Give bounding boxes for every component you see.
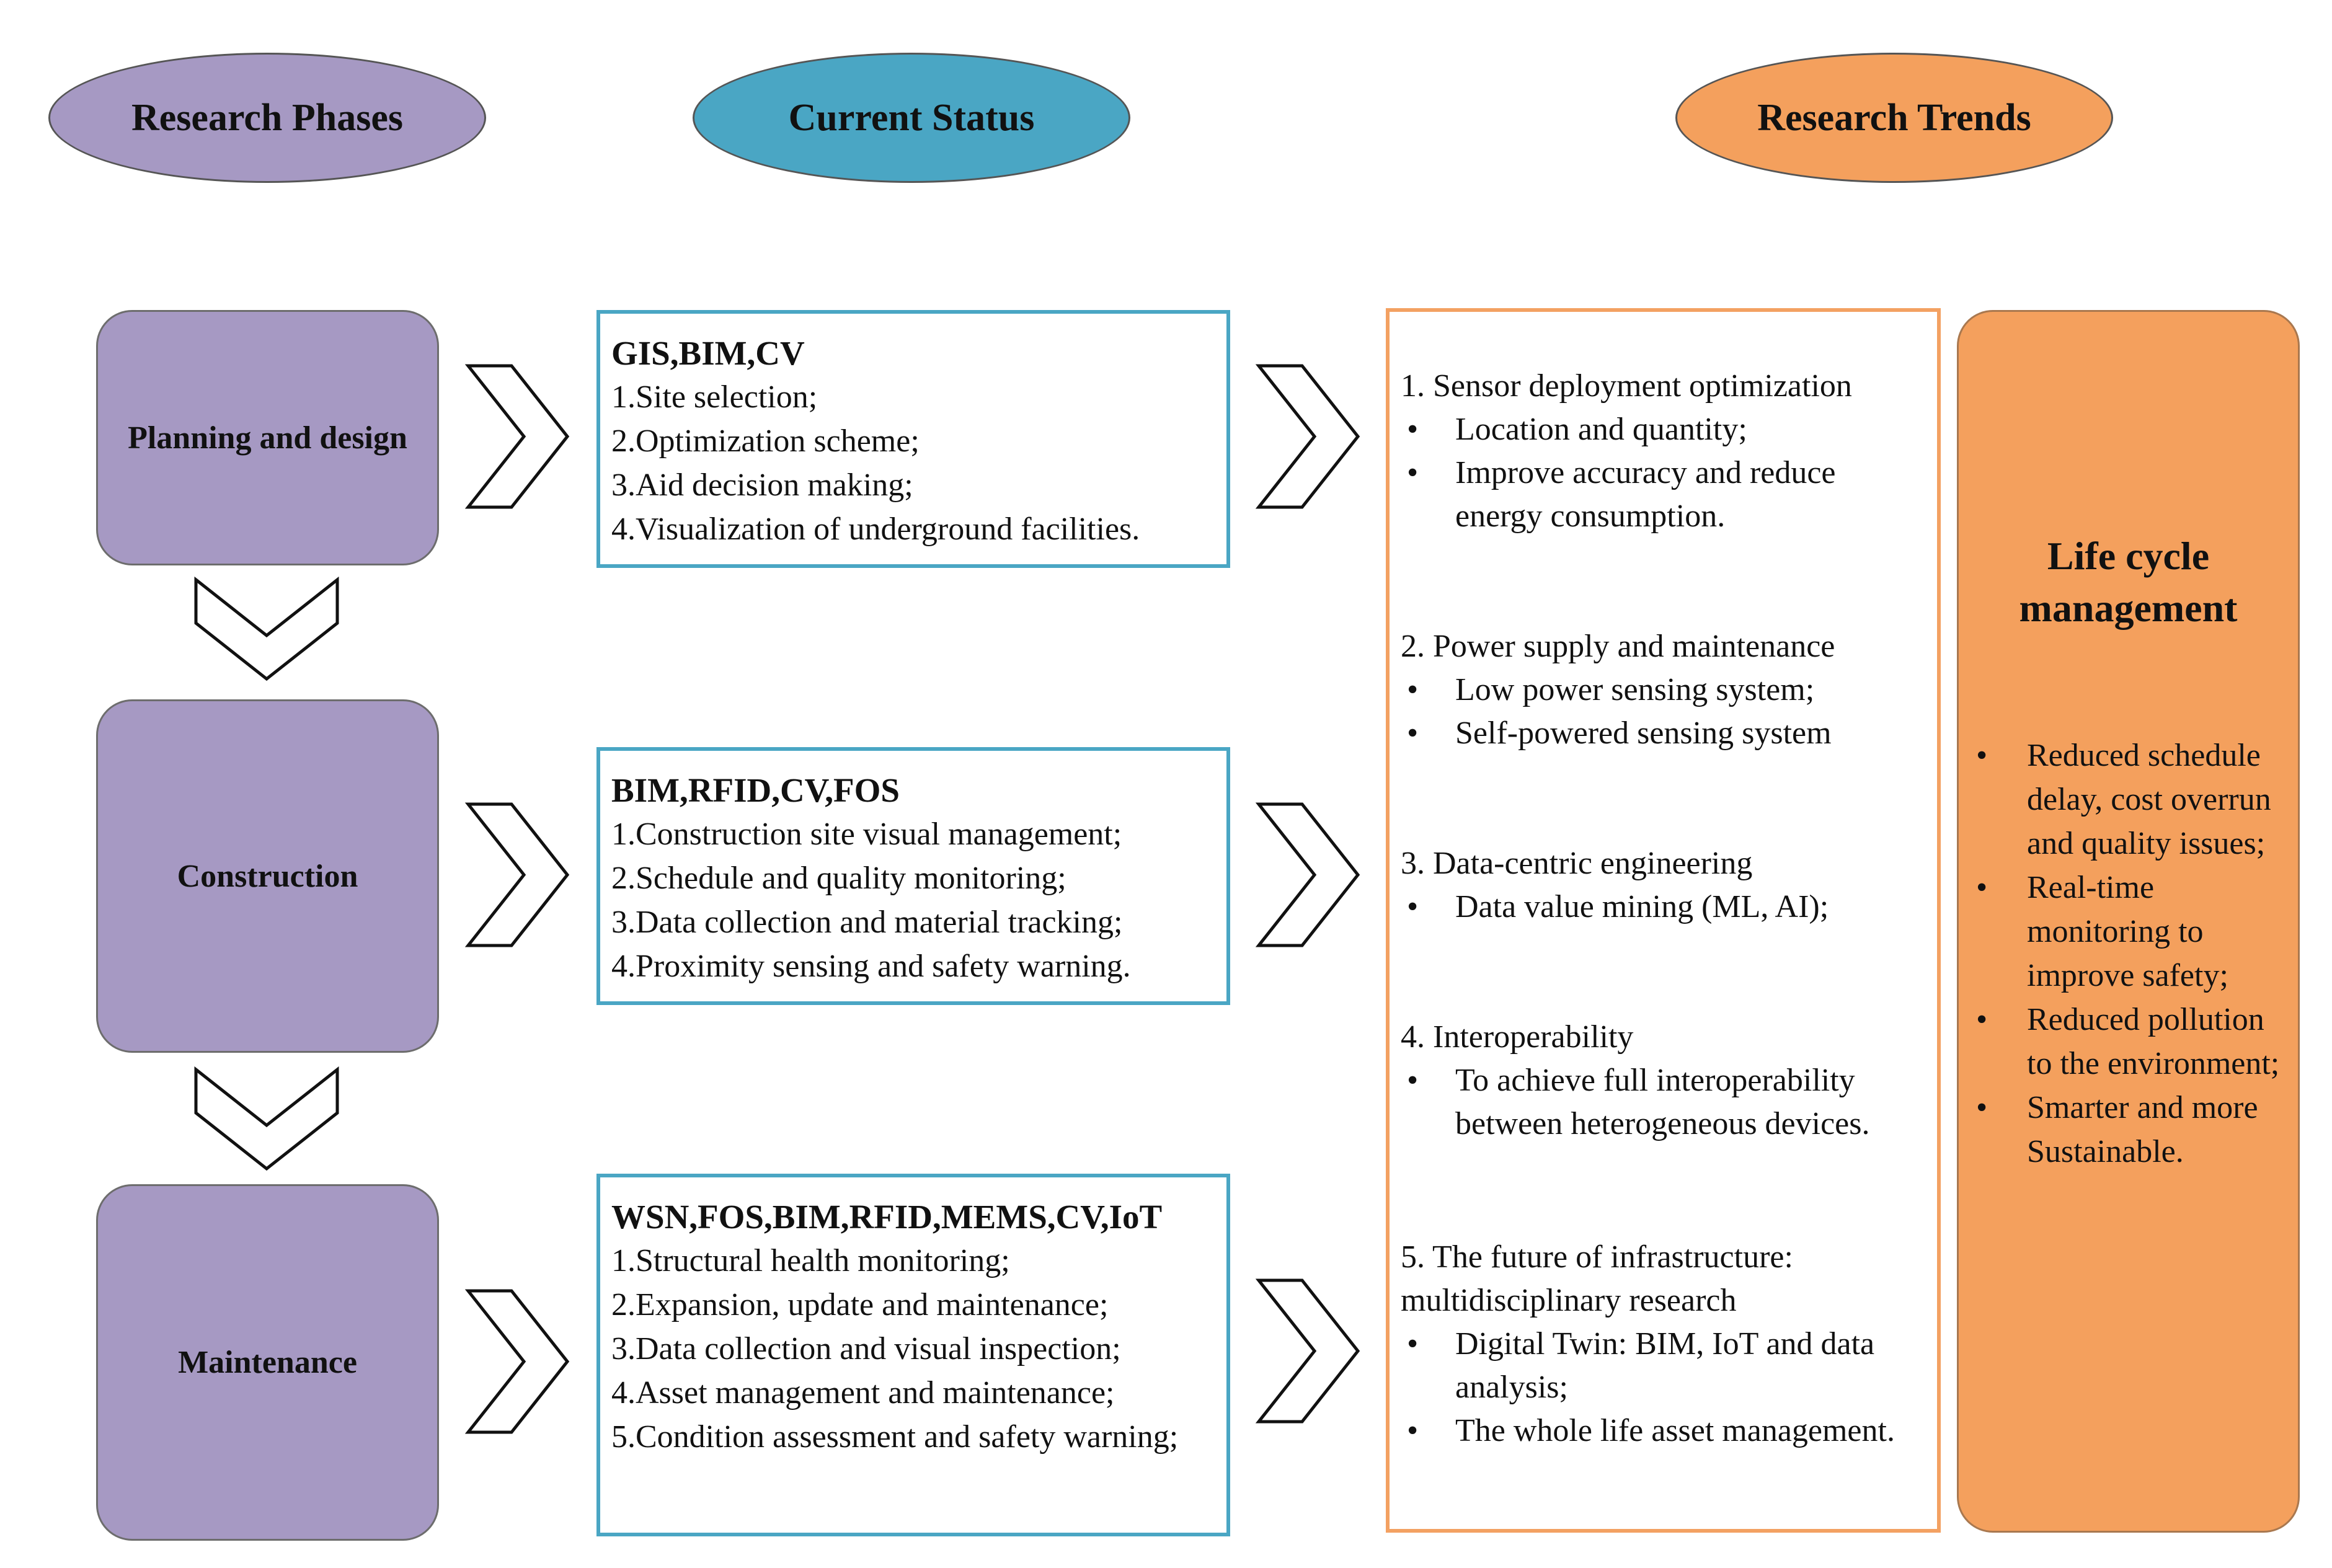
status-item: 3.Data collection and material tracking; [611,905,1123,940]
down-chevron-icon [194,576,339,681]
phase-construction: Construction [96,699,439,1053]
research-trends-box: 1. Sensor deployment optimization Locati… [1386,308,1941,1533]
life-cycle-bullet: Smarter and more Sustainable. [1970,1086,2292,1174]
life-cycle-bullet: Reduced schedule delay, cost overrun and… [1970,733,2292,866]
life-cycle-title: Life cycle management [2019,534,2238,630]
right-chevron-icon [464,1289,570,1434]
status-item: 2.Expansion, update and maintenance; [611,1287,1109,1322]
status-item: 2.Optimization scheme; [611,423,920,459]
life-cycle-bullet: Real-time monitoring to improve safety; [1970,866,2292,998]
trend-section: 5. The future of infrastructure: multidi… [1401,1236,1928,1453]
status-heading: BIM,RFID,CV,FOS [611,771,900,809]
right-chevron-icon [464,364,570,509]
life-cycle-list: Reduced schedule delay, cost overrun and… [1970,733,2292,1174]
right-chevron-icon [1255,802,1360,947]
trend-bullet: Location and quantity; [1401,408,1928,451]
status-item: 1.Structural health monitoring; [611,1243,1010,1278]
life-cycle-management-box: Life cycle management Reduced schedule d… [1957,310,2300,1533]
right-chevron-icon [1255,1278,1360,1424]
trend-section: 2. Power supply and maintenance Low powe… [1401,625,1928,755]
phase-planning-and-design: Planning and design [96,310,439,565]
research-phases-header: Research Phases [48,53,486,183]
status-item: 4.Visualization of underground facilitie… [611,512,1140,547]
life-cycle-bullet: Reduced pollution to the environment; [1970,998,2292,1086]
status-item: 3.Aid decision making; [611,467,913,503]
status-item: 4.Asset management and maintenance; [611,1375,1115,1411]
trend-section: 4. Interoperability To achieve full inte… [1401,1016,1928,1146]
trend-section: 1. Sensor deployment optimization Locati… [1401,365,1928,538]
trend-bullet: Improve accuracy and reduce energy consu… [1401,451,1928,538]
down-chevron-icon [194,1066,339,1171]
status-box-construction: BIM,RFID,CV,FOS 1.Construction site visu… [596,747,1230,1005]
trend-title: 4. Interoperability [1401,1019,1634,1055]
status-heading: WSN,FOS,BIM,RFID,MEMS,CV,IoT [611,1198,1163,1236]
trend-bullet: Digital Twin: BIM, IoT and data analysis… [1401,1322,1928,1409]
status-box-planning: GIS,BIM,CV 1.Site selection; 2.Optimizat… [596,310,1230,568]
trend-title: 2. Power supply and maintenance [1401,629,1835,664]
trend-bullet: To achieve full interoperability between… [1401,1059,1928,1146]
status-item: 1.Construction site visual management; [611,817,1122,852]
right-chevron-icon [1255,364,1360,509]
status-heading: GIS,BIM,CV [611,334,805,372]
status-item: 2.Schedule and quality monitoring; [611,861,1066,896]
right-chevron-icon [464,802,570,947]
status-box-maintenance: WSN,FOS,BIM,RFID,MEMS,CV,IoT 1.Structura… [596,1174,1230,1536]
trend-bullet: Data value mining (ML, AI); [1401,885,1928,929]
current-status-header: Current Status [693,53,1130,183]
trend-section: 3. Data-centric engineering Data value m… [1401,842,1928,929]
research-trends-header: Research Trends [1675,53,2113,183]
trend-title: 5. The future of infrastructure: multidi… [1401,1239,1793,1318]
status-item: 4.Proximity sensing and safety warning. [611,949,1131,984]
status-item: 5.Condition assessment and safety warnin… [611,1419,1179,1455]
trend-title: 1. Sensor deployment optimization [1401,368,1852,404]
trend-bullet: The whole life asset management. [1401,1409,1928,1453]
trend-bullet: Self-powered sensing system [1401,712,1928,755]
trend-title: 3. Data-centric engineering [1401,846,1753,881]
status-item: 1.Site selection; [611,379,818,415]
trend-bullet: Low power sensing system; [1401,668,1928,712]
status-item: 3.Data collection and visual inspection; [611,1331,1121,1366]
phase-maintenance: Maintenance [96,1184,439,1541]
